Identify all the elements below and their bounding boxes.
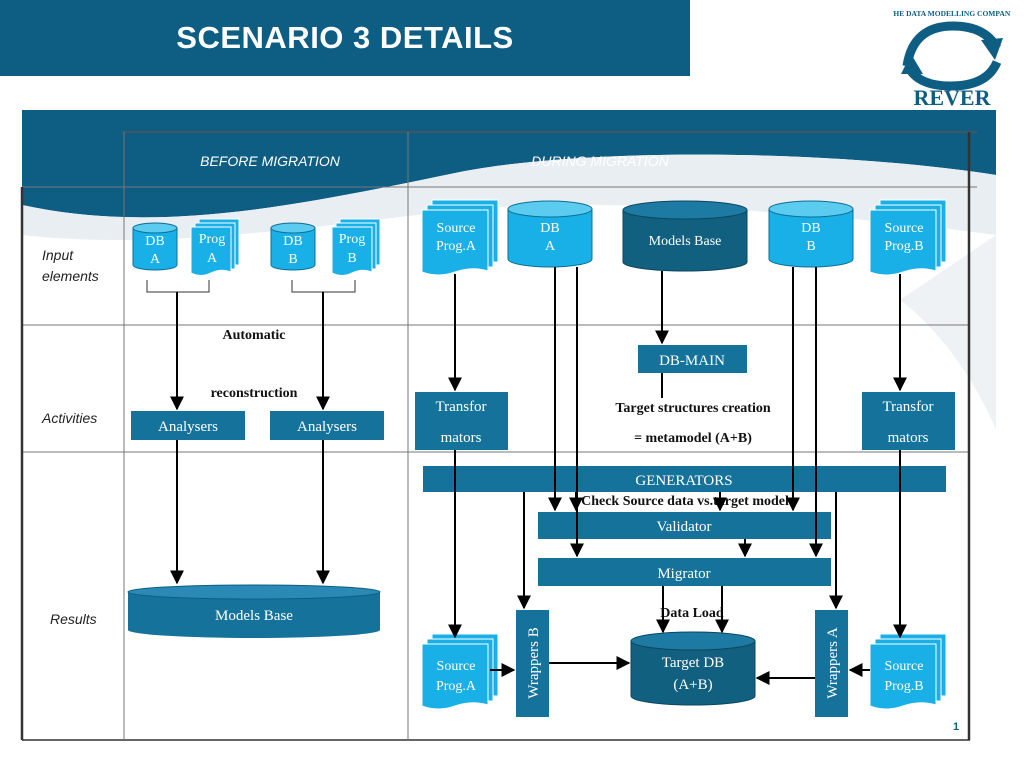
svg-text:DB: DB [801, 221, 820, 236]
metamodel-label: = metamodel (A+B) [634, 431, 752, 446]
validator-bar: Validator [538, 512, 831, 539]
before-prog-a: Prog A [190, 218, 240, 276]
svg-text:B: B [806, 239, 815, 254]
row-label-activities: Activities [41, 410, 97, 426]
before-models-base: Models Base [127, 584, 381, 638]
before-db-b: DB B [270, 222, 316, 271]
reconstruction-label: reconstruction [211, 386, 298, 401]
svg-text:(A+B): (A+B) [673, 677, 712, 693]
svg-text:Source: Source [885, 659, 924, 674]
svg-text:Prog.B: Prog.B [884, 679, 923, 694]
svg-text:Prog.B: Prog.B [884, 239, 923, 254]
svg-text:Models Base: Models Base [649, 234, 722, 249]
during-db-a: DB A [507, 200, 593, 268]
svg-text:Prog.A: Prog.A [436, 679, 477, 694]
svg-text:Target DB: Target DB [662, 655, 724, 671]
data-load-label: Data Load [660, 606, 724, 621]
svg-text:Wrappers A: Wrappers A [825, 627, 841, 699]
before-arrows [170, 292, 330, 585]
svg-text:Migrator: Migrator [657, 566, 710, 582]
svg-text:DB: DB [145, 234, 164, 249]
generators-bar: GENERATORS [423, 466, 946, 492]
svg-text:mators: mators [441, 430, 482, 446]
svg-text:Wrappers B: Wrappers B [526, 627, 542, 698]
source-prog-a-top: Source Prog.A [421, 199, 499, 276]
target-db: Target DB (A+B) [630, 631, 756, 706]
automatic-label: Automatic [223, 328, 286, 343]
svg-text:Prog: Prog [339, 232, 365, 247]
wrappers-a: Wrappers A [815, 610, 848, 717]
svg-text:Models Base: Models Base [215, 608, 293, 624]
logo-brand: REVER [913, 85, 991, 108]
analysers-b: Analysers [270, 411, 384, 440]
wrappers-b: Wrappers B [516, 610, 549, 717]
source-prog-b-bottom: Source Prog.B [869, 633, 947, 710]
svg-text:DB-MAIN: DB-MAIN [659, 353, 725, 369]
analysers-a: Analysers [131, 411, 245, 440]
page-number: 1 [953, 721, 959, 733]
db-main-box: DB-MAIN [638, 345, 747, 373]
transformators-b: Transfor mators [862, 392, 955, 450]
during-db-b: DB B [768, 200, 854, 268]
source-prog-a-bottom: Source Prog.A [421, 633, 499, 710]
svg-text:Validator: Validator [657, 519, 712, 535]
migrator-bar: Migrator [538, 558, 831, 586]
header-during: DURING MIGRATION [531, 153, 669, 169]
before-brackets [146, 280, 356, 293]
row-label-input-1: Input [42, 247, 74, 263]
svg-text:DB: DB [283, 234, 302, 249]
during-arrows [448, 267, 907, 685]
svg-text:DB: DB [540, 221, 559, 236]
svg-text:mators: mators [888, 430, 929, 446]
before-db-a: DB A [132, 222, 178, 271]
svg-text:Analysers: Analysers [158, 419, 218, 435]
page-title: SCENARIO 3 DETAILS [176, 20, 514, 55]
svg-text:Source: Source [437, 221, 476, 236]
svg-text:B: B [347, 251, 356, 266]
during-models-base: Models Base [622, 200, 748, 272]
svg-text:Source: Source [437, 659, 476, 674]
table-grid [20, 131, 977, 741]
header-before: BEFORE MIGRATION [200, 153, 341, 169]
row-label-input-2: elements [42, 268, 99, 284]
transformators-a: Transfor mators [415, 392, 508, 450]
check-source-label: Check Source data vs.target model [581, 494, 789, 509]
row-label-results: Results [50, 611, 97, 627]
before-prog-b: Prog B [331, 218, 381, 276]
svg-text:B: B [288, 252, 297, 267]
source-prog-b-top: Source Prog.B [869, 199, 947, 276]
svg-text:GENERATORS: GENERATORS [635, 473, 732, 489]
title-bar [0, 0, 690, 76]
svg-text:A: A [207, 251, 218, 266]
svg-text:A: A [545, 239, 556, 254]
rever-logo: THE DATA MODELLING COMPANY REVER [893, 9, 1011, 108]
background-swoosh [22, 110, 996, 430]
svg-text:Transfor: Transfor [435, 399, 486, 415]
svg-text:A: A [150, 252, 161, 267]
svg-text:Transfor: Transfor [882, 399, 933, 415]
svg-text:Analysers: Analysers [297, 419, 357, 435]
logo-company: THE DATA MODELLING COMPANY [893, 9, 1011, 18]
target-creation-label: Target structures creation [615, 401, 770, 416]
svg-text:Source: Source [885, 221, 924, 236]
svg-text:Prog.A: Prog.A [436, 239, 477, 254]
svg-text:Prog: Prog [199, 232, 225, 247]
